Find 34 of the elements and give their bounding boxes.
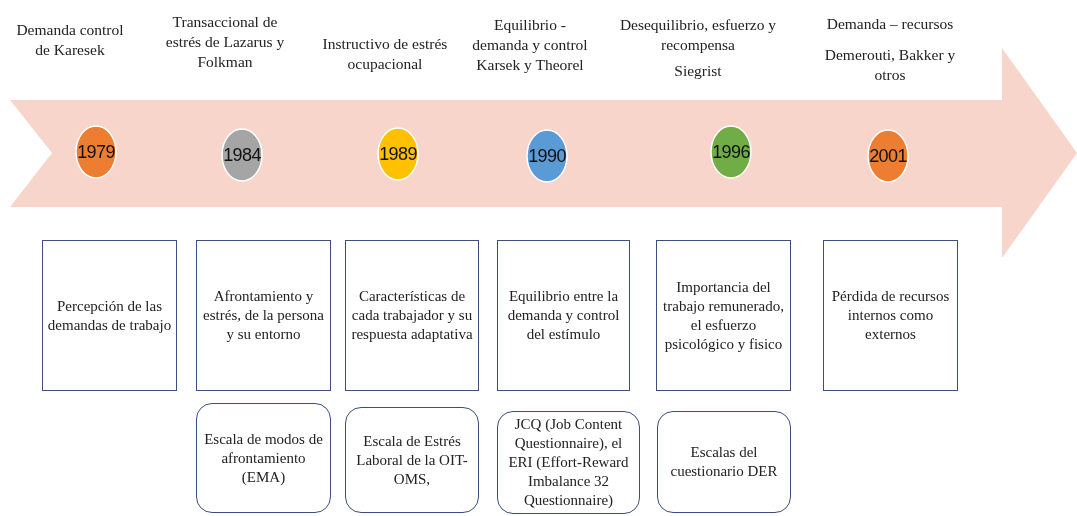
box-text: Percepción de las demandas de trabajo (47, 296, 172, 335)
model-title: Equilibrio - demanda y control Karsek y Theorel (471, 15, 589, 75)
description-box (497, 240, 630, 391)
box-text: JCQ (Job Content Questionnaire), el ERI (Effort-Reward Imbalance 32 Questionnaire) (507, 415, 630, 510)
box-text: Escala de Estrés Laboral de la OIT- OMS, (355, 431, 469, 489)
instrument-box (657, 411, 791, 513)
model-title: Transaccional de estrés de Lazarus y Folkman (164, 12, 286, 72)
year-label: 1984 (223, 144, 261, 166)
box-text: Importancia del trabajo remunerado, el esfuerzo psicológico y fisico (662, 277, 785, 354)
year-label: 1996 (712, 141, 750, 163)
box-text: Escalas del cuestionario DER (669, 443, 779, 481)
instrument-box (497, 411, 640, 514)
instrument-box (196, 403, 331, 513)
description-box (823, 240, 958, 391)
year-label: 1979 (77, 141, 115, 163)
description-box (196, 240, 331, 391)
model-title: Desequilibrio, esfuerzo y recompensa (618, 15, 778, 55)
year-label: 1990 (528, 145, 566, 167)
box-text: Equilibrio entre la demanda y control del estímulo (506, 287, 621, 344)
model-title: Instructivo de estrés ocupacional (321, 34, 449, 74)
model-title: Demanda control de Karesek (15, 20, 125, 60)
box-text: Escala de modos de afrontamiento (EMA) (203, 429, 324, 487)
model-title: Demerouti, Bakker y otros (823, 45, 957, 85)
box-text: Pérdida de recursos internos como externos (830, 287, 951, 344)
year-label: 2001 (869, 145, 907, 167)
description-box (656, 240, 791, 391)
year-label: 1989 (379, 143, 417, 165)
model-title: Siegrist (673, 61, 723, 81)
model-title: Demanda – recursos (825, 14, 955, 34)
box-text: Afrontamiento y estrés, de la persona y su entorno (202, 287, 325, 344)
description-box (345, 240, 479, 391)
box-text: Características de cada trabajador y su respuesta adaptativa (350, 287, 474, 344)
instrument-box (345, 407, 479, 513)
description-box (42, 240, 177, 391)
